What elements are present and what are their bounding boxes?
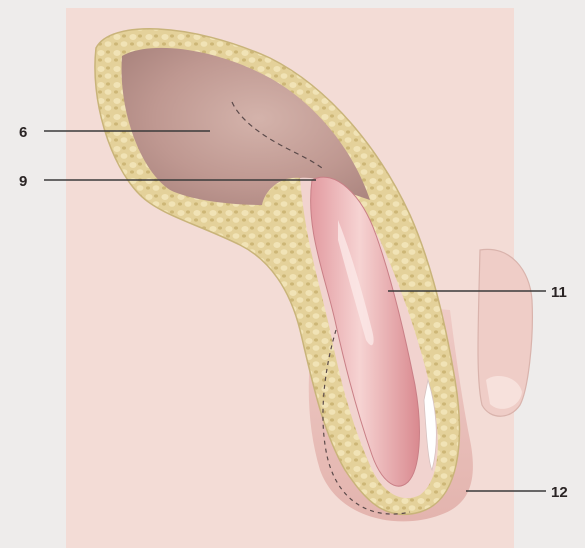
callout-label-11: 11	[551, 284, 567, 301]
callout-label-6: 6	[19, 124, 27, 141]
callout-label-9: 9	[19, 173, 27, 190]
callout-label-12: 12	[551, 484, 568, 501]
